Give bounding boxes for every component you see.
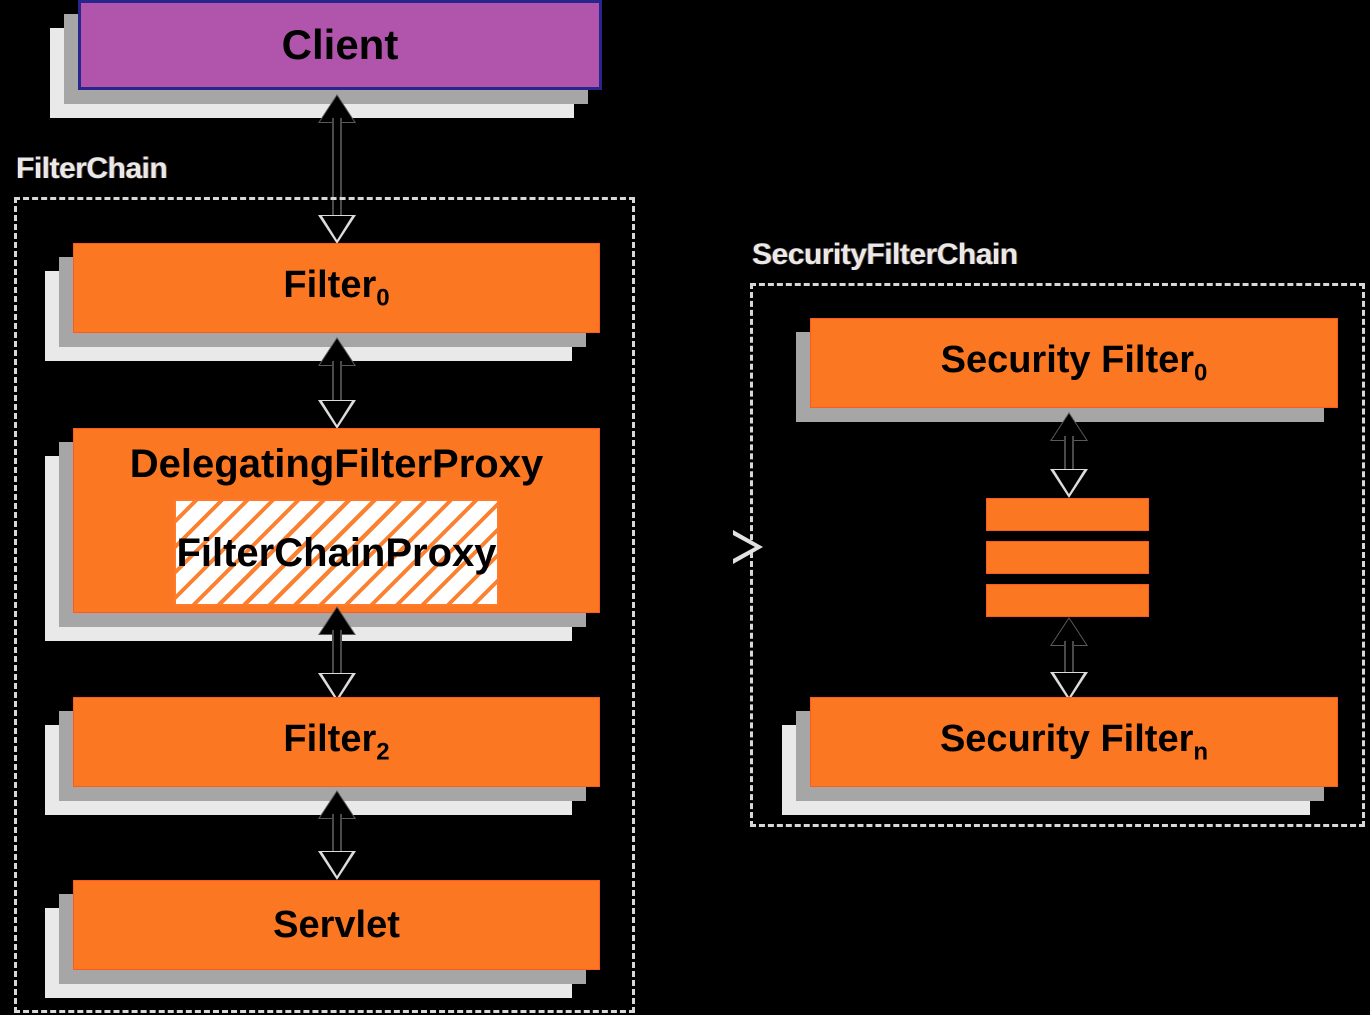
security-filter-chain-group-label: SecurityFilterChain <box>752 238 1018 271</box>
arrowhead-up-icon <box>1052 619 1086 645</box>
filter0-face: Filter0 <box>73 243 600 333</box>
security-filter0-label: Security Filter0 <box>940 338 1208 387</box>
arrow-client-filter0 <box>318 94 356 244</box>
client-node[interactable]: Client <box>50 0 602 118</box>
filter0-label: Filter0 <box>283 263 390 312</box>
arrowhead-up-icon <box>320 339 354 365</box>
arrow-dfp-filter2 <box>318 606 356 702</box>
security-filtern-face: Security Filtern <box>810 697 1338 787</box>
dfp-face: DelegatingFilterProxy FilterChainProxy <box>73 428 600 613</box>
security-filtern-label: Security Filtern <box>939 717 1209 766</box>
ellipsis-bar-1 <box>986 498 1149 531</box>
arrow-ellipsis-securityfiltern <box>1050 617 1088 701</box>
ellipsis-bar-2 <box>986 541 1149 574</box>
arrow-filter0-dfp <box>318 337 356 429</box>
filter0-node[interactable]: Filter0 <box>45 243 600 361</box>
arrowhead-down-icon <box>322 852 352 876</box>
arrowhead-up-icon <box>320 608 354 634</box>
arrowhead-down-icon <box>322 401 352 425</box>
filter2-node[interactable]: Filter2 <box>45 697 600 815</box>
arrow-shaft <box>1064 641 1074 673</box>
arrow-securityfilter0-ellipsis <box>1050 412 1088 498</box>
filter2-face: Filter2 <box>73 697 600 787</box>
filter-chain-proxy-label: FilterChainProxy <box>176 530 497 575</box>
arrow-shaft <box>332 118 342 216</box>
servlet-label: Servlet <box>273 904 400 946</box>
filter-chain-group-label: FilterChain <box>16 152 168 185</box>
filter-chain-proxy-node[interactable]: FilterChainProxy <box>174 499 499 606</box>
filter2-label: Filter2 <box>283 717 390 766</box>
client-face: Client <box>78 0 602 90</box>
arrowhead-up-icon <box>320 96 354 122</box>
arrow-shaft <box>1064 436 1074 470</box>
arrow-filter2-servlet <box>318 790 356 880</box>
ellipsis-bar-3 <box>986 584 1149 617</box>
arrowhead-up-icon <box>1052 414 1086 440</box>
servlet-node[interactable]: Servlet <box>45 880 600 998</box>
arrow-shaft <box>332 630 342 674</box>
arrow-shaft <box>332 814 342 852</box>
security-filter0-face: Security Filter0 <box>810 318 1338 408</box>
arrowhead-down-icon <box>1054 673 1084 697</box>
client-label: Client <box>281 21 399 68</box>
arrowhead-up-icon <box>320 792 354 818</box>
arrowhead-down-icon <box>1054 470 1084 494</box>
arrowhead-down-icon <box>322 674 352 698</box>
servlet-face: Servlet <box>73 880 600 970</box>
arrowhead-right-icon <box>733 530 763 564</box>
arrowhead-down-icon <box>322 216 352 240</box>
delegating-filter-proxy-node[interactable]: DelegatingFilterProxy FilterChainProxy <box>45 428 600 641</box>
security-filter0-node[interactable]: Security Filter0 <box>796 318 1338 422</box>
filter-chain-group-box <box>14 197 635 1013</box>
security-filtern-node[interactable]: Security Filtern <box>782 697 1338 815</box>
delegating-filter-proxy-label: DelegatingFilterProxy <box>129 441 544 486</box>
arrow-shaft <box>332 361 342 401</box>
